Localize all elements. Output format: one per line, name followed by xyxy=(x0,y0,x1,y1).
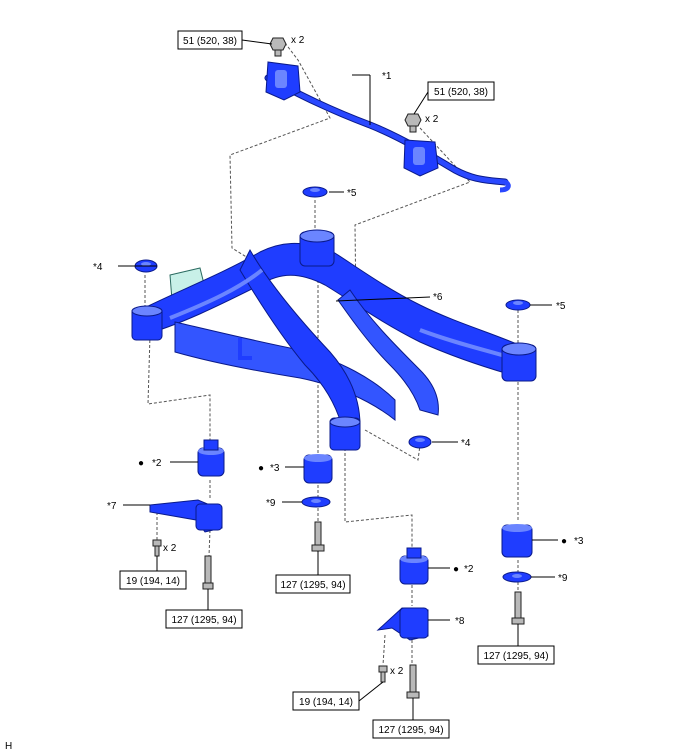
stabilizer-bushing-bracket-left xyxy=(265,61,301,101)
upper-stopper-4-center xyxy=(408,435,432,449)
member-mount-top xyxy=(299,229,335,267)
upper-stopper-5-top xyxy=(302,186,328,198)
bolt-19-left xyxy=(152,539,162,557)
callout-9-center: *9 xyxy=(266,498,276,509)
stopper-8 xyxy=(376,607,429,641)
bolt-127-left xyxy=(202,555,214,590)
svg-text:127 (1295, 94): 127 (1295, 94) xyxy=(171,615,236,626)
torque-box-127-right: 127 (1295, 94) xyxy=(477,645,555,665)
qty-bolt-19-lower: x 2 xyxy=(390,666,404,677)
callout-2-left: *2 xyxy=(152,458,162,469)
bushing-3-center xyxy=(303,454,333,484)
torque-box-stabilizer-right: 51 (520, 38) xyxy=(427,81,495,101)
svg-text:51 (520, 38): 51 (520, 38) xyxy=(434,87,488,98)
washer-9-right xyxy=(502,571,532,583)
stabilizer-bushing-bracket-right xyxy=(403,139,439,177)
member-mount-rear-right xyxy=(501,342,537,382)
bolt-19-lower xyxy=(378,665,388,683)
callout-6: *6 xyxy=(433,292,443,303)
callout-9-right: *9 xyxy=(558,573,568,584)
qty-stabilizer-left: x 2 xyxy=(291,35,305,46)
upper-stopper-5-right xyxy=(505,299,531,311)
callout-8: *8 xyxy=(455,616,465,627)
callout-4-left: *4 xyxy=(93,262,103,273)
callout-5-top: *5 xyxy=(347,188,357,199)
svg-text:19 (194, 14): 19 (194, 14) xyxy=(299,697,353,708)
leader-lines xyxy=(118,74,558,621)
marker-2-left: ● xyxy=(138,458,144,469)
marker-2-lower: ● xyxy=(453,564,459,575)
svg-text:51 (520, 38): 51 (520, 38) xyxy=(183,36,237,47)
stabilizer-bolt-left xyxy=(269,37,287,57)
bolt-127-center xyxy=(311,521,325,552)
stopper-7 xyxy=(149,499,223,533)
torque-box-19-left: 19 (194, 14) xyxy=(119,570,187,590)
stabilizer-bolt-right xyxy=(404,113,422,133)
callout-1: *1 xyxy=(382,71,392,82)
torque-box-127-lower: 127 (1295, 94) xyxy=(372,719,450,739)
svg-text:127 (1295, 94): 127 (1295, 94) xyxy=(483,651,548,662)
bolt-127-lower xyxy=(406,664,420,699)
callout-4-center: *4 xyxy=(461,438,471,449)
callout-5-right: *5 xyxy=(556,301,566,312)
member-mount-front-left xyxy=(131,305,163,341)
torque-box-stabilizer-left: 51 (520, 38) xyxy=(177,30,243,50)
stabilizer-bar xyxy=(264,61,511,193)
callout-2-lower: *2 xyxy=(464,564,474,575)
washer-9-center xyxy=(301,496,331,508)
torque-box-127-center: 127 (1295, 94) xyxy=(275,574,351,594)
svg-text:19 (194, 14): 19 (194, 14) xyxy=(126,576,180,587)
torque-box-19-lower: 19 (194, 14) xyxy=(292,691,360,711)
svg-text:127 (1295, 94): 127 (1295, 94) xyxy=(280,580,345,591)
rear-suspension-member xyxy=(131,229,537,451)
bushing-3-right xyxy=(501,524,533,558)
member-mount-front-right xyxy=(329,416,361,451)
bushing-2-left xyxy=(197,439,225,477)
qty-bolt-19-left: x 2 xyxy=(163,543,177,554)
svg-text:127 (1295, 94): 127 (1295, 94) xyxy=(378,725,443,736)
bolt-127-right xyxy=(511,591,525,625)
callout-7: *7 xyxy=(107,501,117,512)
qty-stabilizer-right: x 2 xyxy=(425,114,439,125)
marker-3-center: ● xyxy=(258,463,264,474)
bushing-2-lower xyxy=(399,547,429,585)
callout-3-center: *3 xyxy=(270,463,280,474)
marker-3-right: ● xyxy=(561,536,567,547)
callout-3-right: *3 xyxy=(574,536,584,547)
torque-box-127-left: 127 (1295, 94) xyxy=(165,609,243,629)
figure-code: H xyxy=(5,741,12,752)
